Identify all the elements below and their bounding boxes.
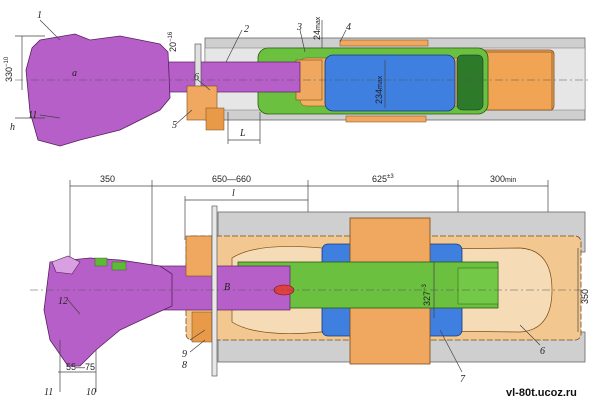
dim-350: 350 (100, 174, 115, 184)
callout-9-bottom: 9 (182, 349, 187, 360)
dim-55-75: 55—75 (66, 362, 95, 372)
leader-12 (67, 299, 81, 315)
coupler-head-bottom (43, 257, 173, 367)
dim-l: l (232, 188, 235, 199)
leader-9 (189, 339, 206, 353)
callout-11-bottom: 11 (44, 387, 53, 398)
callout-2-top: 2 (244, 24, 249, 35)
callout-11-top: 11 (28, 110, 37, 121)
dim-234max: 234max (374, 75, 384, 104)
callout-3-top: 3 (296, 22, 302, 33)
top-view: 1 2 3 4 5 6 11 330−10 20−16 24max 234max… (4, 10, 590, 147)
dim-650-660: 650—660 (212, 174, 251, 184)
coupler-head-top (25, 33, 171, 147)
coupler-shank-top (149, 61, 301, 93)
leader-6 (197, 79, 211, 91)
dim-L: L (239, 128, 246, 139)
dim-a: a (72, 68, 77, 79)
callout-7-bottom: 7 (460, 374, 466, 385)
bracket-top (205, 107, 225, 131)
front-stop-bottom (185, 235, 213, 277)
striker-bottom (211, 205, 218, 377)
blue-gear-top (324, 54, 456, 112)
callout-6-top: 6 (194, 72, 199, 83)
leader-6b (519, 324, 541, 346)
plate-top-2 (345, 115, 427, 123)
callout-12-bottom: 12 (58, 296, 68, 307)
coupler-shank-bottom (149, 265, 291, 311)
leader-11 (39, 114, 61, 119)
plate-top-1 (339, 39, 429, 47)
watermark: vl-80t.ucoz.ru (506, 387, 577, 399)
dim-625: 625±3 (372, 174, 394, 184)
green-block-top (456, 54, 484, 111)
dim-300min: 300min (490, 174, 516, 184)
dim-327: 327−3 (422, 283, 432, 306)
callout-5-top: 5 (172, 120, 177, 131)
leader-8 (189, 329, 206, 341)
green-pin-2 (111, 261, 127, 271)
yoke-end-top (479, 51, 553, 111)
callout-10-bottom: 10 (86, 387, 96, 398)
dim-350-vertical: 350 (580, 289, 590, 304)
callout-8-bottom: 8 (182, 360, 187, 371)
leader-1 (39, 19, 61, 41)
callout-1-top: 1 (37, 10, 42, 21)
green-beam-end (457, 267, 499, 305)
dim-24max: 24max (312, 16, 322, 40)
bottom-view: 350 650—660 625±3 300min l B 327−3 350 5… (30, 174, 590, 398)
green-pin-1 (94, 257, 108, 267)
front-stop-lower (191, 311, 213, 343)
coupler-knuckle (51, 255, 81, 275)
leader-7 (439, 329, 463, 373)
dim-330: 330−10 (4, 56, 14, 82)
callout-6-bottom: 6 (540, 346, 545, 357)
dim-B: B (224, 282, 230, 293)
leader-2 (225, 29, 243, 63)
callout-4-top: 4 (346, 22, 351, 33)
leader-5 (175, 109, 193, 125)
leader-4 (339, 29, 347, 43)
dim-20: 20−16 (168, 31, 178, 52)
dim-h: h (10, 122, 15, 133)
leader-3 (299, 29, 306, 53)
